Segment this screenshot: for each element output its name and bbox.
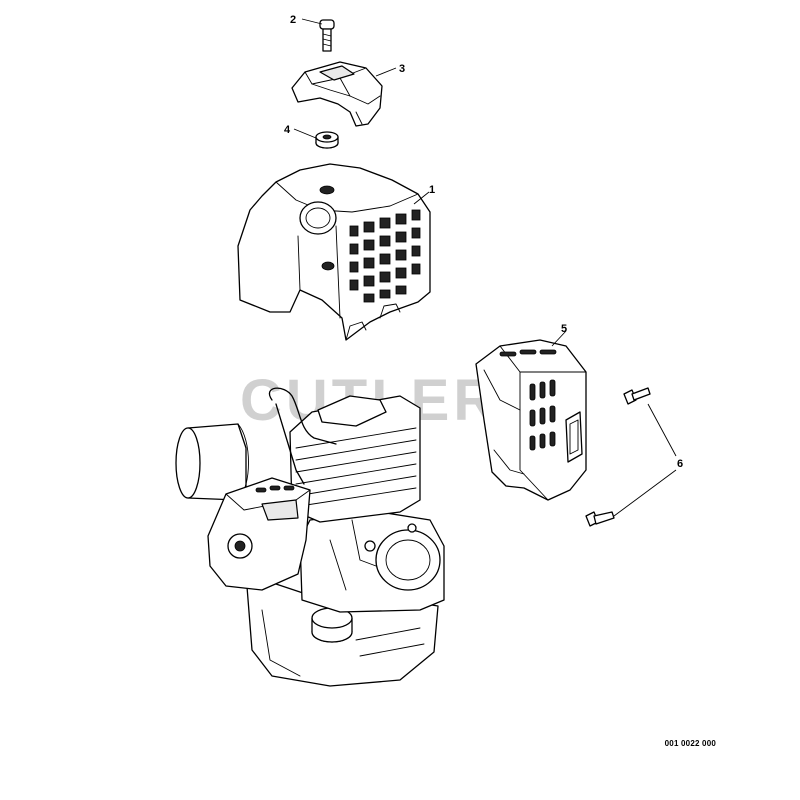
callout-leaders — [293, 18, 677, 517]
document-number: 001 0022 000 — [664, 739, 716, 748]
callout-5: 5 — [561, 323, 567, 335]
screw-icon — [319, 19, 335, 52]
muffler-shield-icon — [475, 339, 587, 501]
cover-louvre-grid — [349, 209, 421, 303]
engine-cover-icon — [237, 163, 431, 341]
cylinder-fins — [295, 427, 417, 507]
starter-vent-slots — [255, 485, 295, 493]
screw-icon — [623, 387, 651, 405]
cover-cap-icon — [291, 61, 383, 127]
grommet-icon — [315, 131, 339, 149]
engine-assembly-drawing — [175, 387, 445, 687]
callout-4: 4 — [284, 124, 291, 136]
screw-icon — [585, 511, 615, 527]
shield-vent-slots — [499, 349, 557, 451]
callout-2: 2 — [290, 14, 296, 26]
callout-3: 3 — [399, 63, 405, 75]
callout-6: 6 — [677, 458, 683, 470]
callout-1: 1 — [429, 184, 435, 196]
